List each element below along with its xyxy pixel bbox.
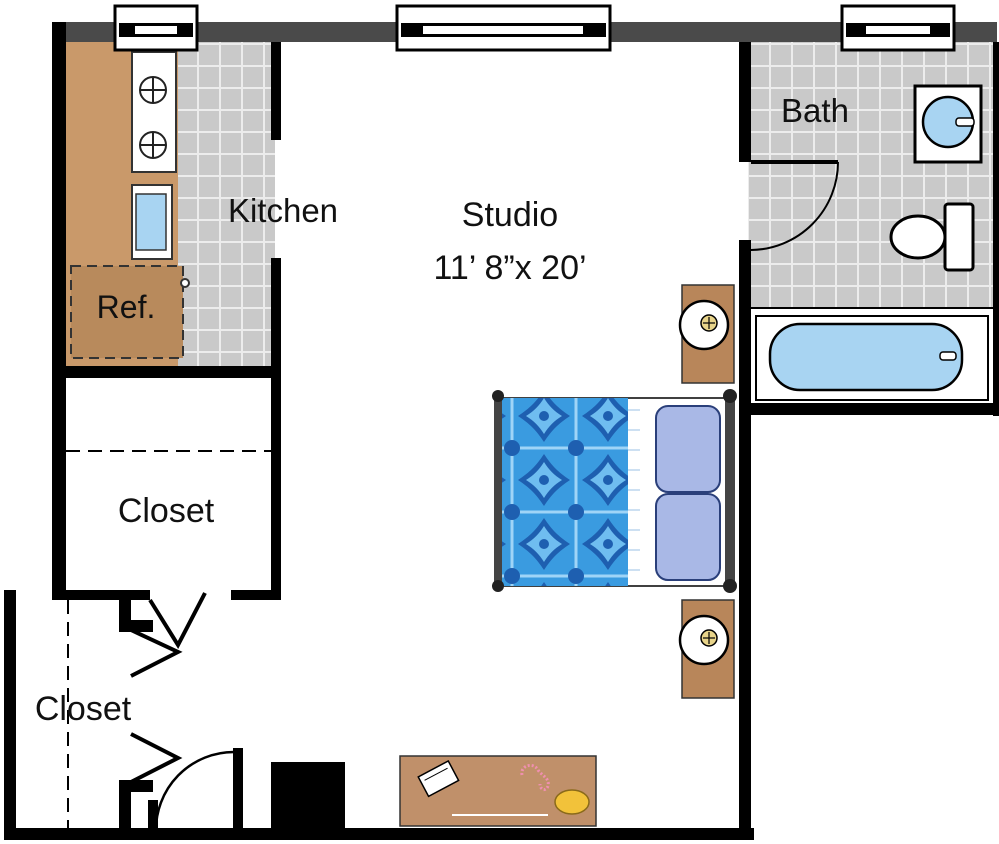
sink-icon bbox=[131, 184, 173, 260]
window bbox=[113, 4, 199, 52]
pillow bbox=[655, 493, 721, 581]
toilet-icon bbox=[889, 202, 975, 272]
bed-icon bbox=[492, 389, 737, 593]
bathtub-icon bbox=[755, 315, 989, 401]
entry-door bbox=[154, 750, 235, 833]
walls bbox=[4, 22, 999, 840]
nightstand bbox=[678, 284, 735, 384]
lower-closet-label: Closet bbox=[35, 690, 132, 728]
lower-closet-bifold-door bbox=[130, 628, 183, 784]
nightstand bbox=[678, 599, 735, 699]
desk-icon bbox=[399, 755, 597, 827]
stove-burner-icon bbox=[139, 76, 167, 104]
kitchen-label: Kitchen bbox=[228, 192, 338, 229]
kitchen-floor bbox=[178, 42, 275, 366]
bed-frame-rail bbox=[725, 396, 735, 588]
refrigerator: Ref. bbox=[70, 265, 190, 359]
refrigerator-label: Ref. bbox=[97, 289, 156, 325]
lamp-icon bbox=[678, 299, 730, 351]
studio-size-label: 11’ 8”x 20’ bbox=[433, 249, 586, 287]
studio-label: Studio bbox=[462, 196, 558, 234]
lamp-icon bbox=[678, 614, 730, 666]
window bbox=[395, 4, 612, 52]
sink-icon bbox=[913, 84, 983, 164]
bath-door bbox=[750, 160, 839, 251]
stove-burner-icon bbox=[139, 131, 167, 159]
bed-frame-rail bbox=[494, 396, 502, 588]
window bbox=[840, 4, 956, 52]
pillow bbox=[655, 405, 721, 493]
upper-closet-label: Closet bbox=[118, 492, 215, 530]
upper-closet-door bbox=[148, 592, 207, 650]
bath-label: Bath bbox=[781, 92, 849, 129]
